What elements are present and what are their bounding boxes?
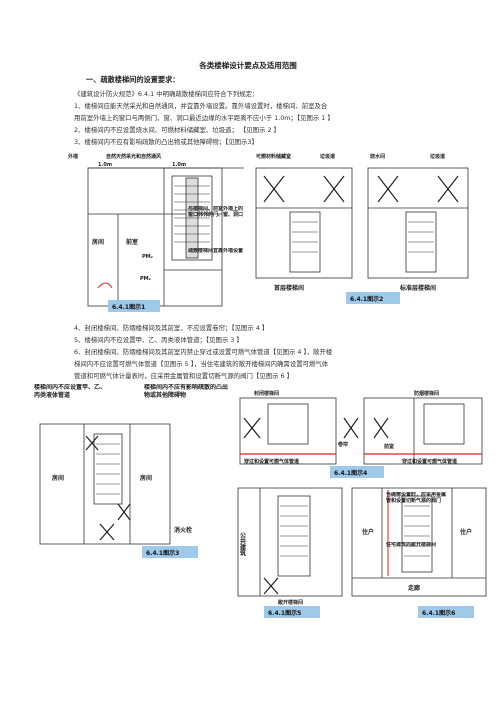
fig1-front-room: 前室 [126, 238, 138, 246]
fig3-note-left: 楼梯间内不应设置甲、乙、丙类液体管道 [34, 384, 106, 399]
fig1-dim1: 1.0m [98, 162, 112, 168]
fig1-note1: 与楼梯间、前室外墙上的窗口邻邻的门、窗、洞口 [188, 206, 244, 218]
fig1-dim2: 1.0m [172, 162, 186, 168]
svg-text:6.4.1图示6: 6.4.1图示6 [422, 609, 455, 617]
paragraph-item-6c: 管道和可燃气体计量表时，应采用金属管和设置切断气源的阀门【见图示 6 】 [74, 372, 294, 380]
fig4-front: 前室 [384, 443, 394, 450]
fig3-hydrant: 消火栓 [174, 526, 192, 534]
fig6-home2: 住户 [460, 528, 472, 536]
svg-text:6.4.1图示5: 6.4.1图示5 [268, 609, 301, 617]
fig6-caption: 6.4.1图示6 [418, 606, 474, 618]
fig1-room: 房间 [92, 238, 104, 246]
svg-text:6.4.1图示1: 6.4.1图示1 [112, 303, 145, 311]
fig5-public: 公共建筑 [239, 532, 247, 557]
paragraph-intro: 《建筑设计防火规范》6.4.1 中明确疏散楼梯间应符合下列规定： [74, 90, 259, 98]
figure-1: 外墙 自然天然采光和自然通风 1.0m 1.0m 房间 前室 PM₂ PM₂ 与… [68, 153, 244, 312]
figure-2: 可燃材料储藏室 垃圾道 烧水间 垃圾道 首层楼梯间 标准层楼梯间 6.4.1图示… [255, 153, 469, 304]
paragraph-item-4: 4、封闭楼梯间、防烟楼梯间及其前室，不应设置卷帘；【见图示 4 】 [74, 324, 269, 332]
fig2-garbage2: 垃圾道 [430, 153, 445, 160]
fig5-caption: 6.4.1图示5 [264, 606, 320, 618]
fig1-note2: 疏散楼梯间宜靠外墙设置 [188, 248, 244, 254]
fig1-pm2: PM₂ [140, 276, 151, 282]
fig2-storage: 可燃材料储藏室 [256, 153, 291, 160]
paragraph-item-3: 3、楼梯间内不应有影响疏散的凸出物或其他障碍物；【见图示3】 [74, 138, 258, 146]
fig3-room-right: 房间 [140, 474, 152, 482]
figure-5: 公共建筑 敞开楼梯间 6.4.1图示5 [237, 487, 343, 618]
fig2-boiler: 烧水间 [370, 153, 385, 160]
fig3-caption: 6.4.1图示3 [142, 546, 198, 558]
fig1-caption: 6.4.1图示1 [108, 300, 160, 312]
page-title: 各类楼梯设计要点及适用范围 [199, 61, 297, 70]
fig4-pipe2: 穿过和设置可燃气体管道 [402, 458, 457, 465]
fig6-corridor: 走廊 [408, 584, 420, 592]
paragraph-item-1b: 用前室外墙上的窗口与两侧门、窗、洞口最近边缘的水平距离不应小于 1.0m；【见图… [74, 114, 334, 122]
paragraph-item-6b: 梯间内不应设置可燃气体管道【见图示 5 】，当住宅建筑的敞开楼梯间内确需设置可燃… [74, 360, 329, 368]
fig4-shutter: 卷帘 [337, 441, 348, 448]
fig4-caption: 6.4.1图示4 [330, 466, 384, 478]
fig1-outer-wall: 外墙 [68, 153, 78, 160]
fig4-closed: 封闭楼梯间 [254, 390, 279, 397]
fig2-first-floor: 首层楼梯间 [274, 284, 304, 292]
fig2-caption: 6.4.1图示2 [346, 292, 400, 304]
fig2-standard-floor: 标准层楼梯间 [399, 284, 436, 292]
section-heading: 一、疏散楼梯间的设置要求： [86, 75, 180, 84]
figure-4: 封闭楼梯间 防烟楼梯间 卷帘 前室 穿过和设置可燃气体管道 穿过和设置可燃气体管… [239, 390, 483, 478]
fig3-room-left: 房间 [52, 474, 64, 482]
fig6-home1: 住户 [362, 528, 374, 536]
fig5-open: 敞开楼梯间 [278, 599, 303, 606]
figure-3: 楼梯间内不应设置甲、乙、丙类液体管道 楼梯间内不应有影响疏散的凸出物或其他障碍物… [34, 384, 229, 558]
fig6-note2: 住宅建筑的敞开楼梯间 [386, 542, 437, 548]
paragraph-item-2: 2、楼梯间内不应设置烧水间、可燃材料储藏室、垃圾道； 【见图示 2 】 [74, 126, 280, 134]
fig4-smoke: 防烟楼梯间 [414, 390, 439, 397]
figure-6: 当确需设置时，应采用金属管和设置切断气源的阀门 住宅建筑的敞开楼梯间 住户 住户… [351, 487, 487, 618]
svg-text:6.4.1图示4: 6.4.1图示4 [334, 469, 367, 477]
fig6-note1: 当确需设置时，应采用金属管和设置切断气源的阀门 [386, 492, 446, 504]
paragraph-item-1a: 1、楼梯间应能天然采光和自然通风，并宜靠外墙设置。靠外墙设置时，楼梯间、前室及合 [74, 102, 328, 110]
svg-text:6.4.1图示2: 6.4.1图示2 [350, 295, 383, 303]
fig3-note-right: 楼梯间内不应有影响疏散的凸出物或其他障碍物 [144, 384, 229, 399]
svg-text:6.4.1图示3: 6.4.1图示3 [146, 549, 179, 557]
fig4-pipe1: 穿过和设置可燃气体管道 [244, 458, 299, 465]
paragraph-item-6a: 6、封闭楼梯间、防烟楼梯间及其前室内禁止穿过或设置可燃气体管道【见图示 4 】，… [74, 348, 333, 356]
fig2-garbage1: 垃圾道 [320, 153, 335, 160]
paragraph-item-5: 5、楼梯间内不应设置甲、乙、丙类液体管道；【见图示 3 】 [74, 336, 243, 344]
fig1-pm: PM₂ [142, 254, 153, 260]
fig1-natural-light: 自然天然采光和自然通风 [106, 153, 161, 160]
